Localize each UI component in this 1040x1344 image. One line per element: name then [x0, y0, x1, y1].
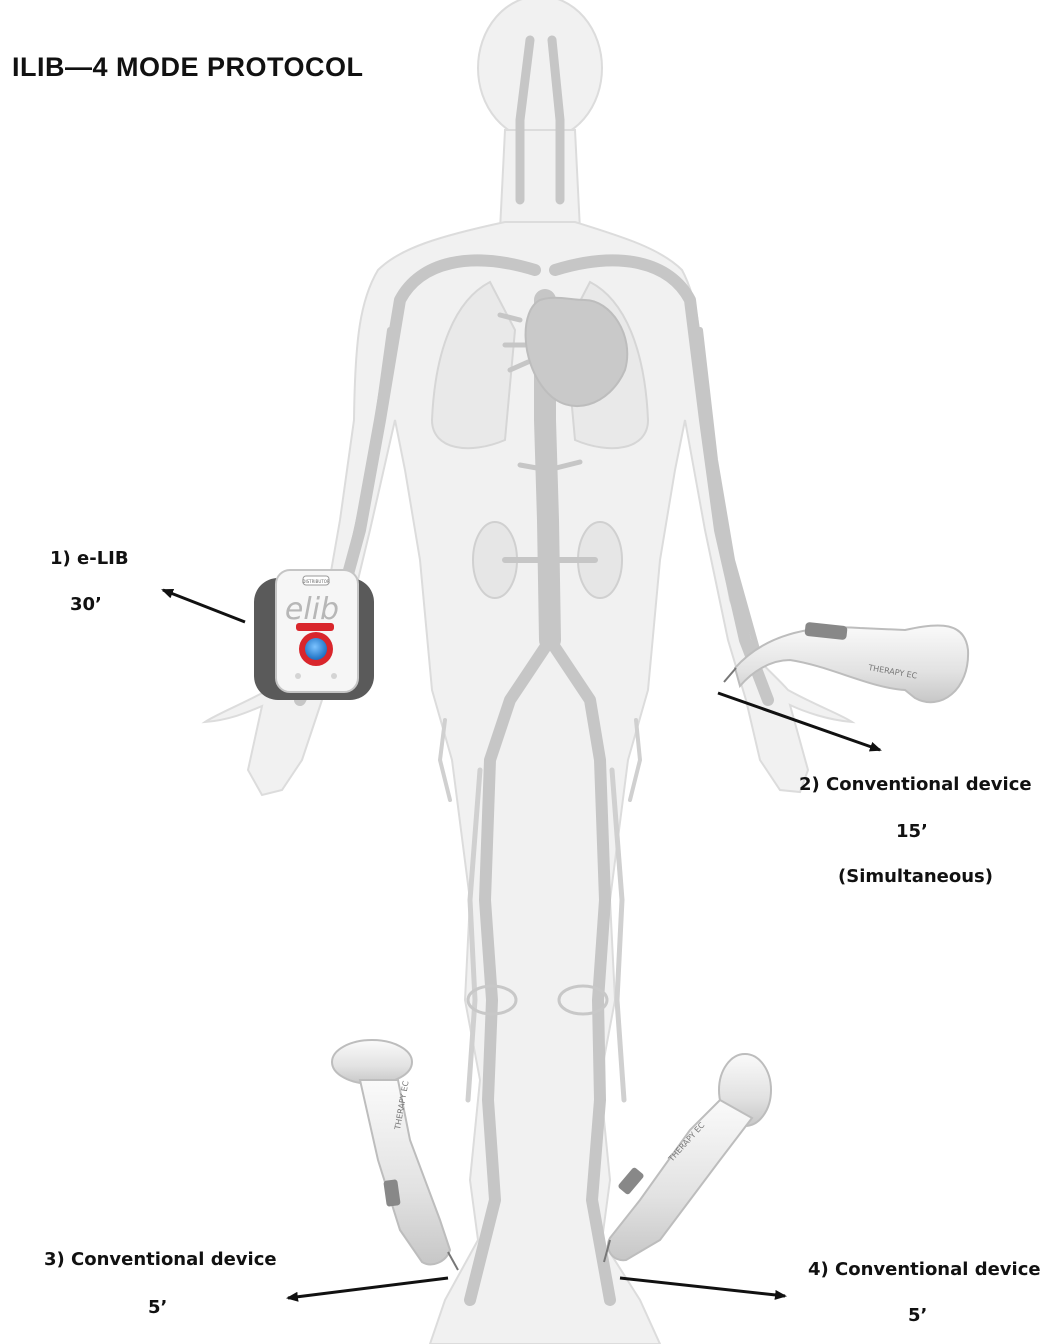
label-device-3-time: 5’ [148, 1297, 167, 1318]
page-title: ILIB—4 MODE PROTOCOL [12, 52, 364, 83]
label-elib-name: 1) e-LIB [50, 548, 129, 569]
label-device-4-name: 4) Conventional device [808, 1259, 1040, 1280]
arrow-right-foot-device [620, 1278, 785, 1296]
label-device-3-name: 3) Conventional device [44, 1249, 277, 1270]
label-device-2-name: 2) Conventional device [799, 774, 1032, 795]
label-device-4-time: 5’ [908, 1305, 927, 1326]
laser-probe-left-foot: THERAPY EC [332, 1040, 458, 1270]
arrow-elib [163, 590, 245, 622]
elib-device: DISTRIBUTOR elib [254, 570, 374, 700]
arrow-left-foot-device [288, 1278, 448, 1298]
elib-logo: elib [285, 592, 339, 627]
elib-badge-text: DISTRIBUTOR [302, 579, 329, 584]
laser-probe-right-foot: THERAPY EC [604, 1054, 771, 1262]
label-device-2-note: (Simultaneous) [838, 866, 993, 887]
label-device-2-time: 15’ [896, 821, 928, 842]
label-elib-time: 30’ [70, 594, 102, 615]
